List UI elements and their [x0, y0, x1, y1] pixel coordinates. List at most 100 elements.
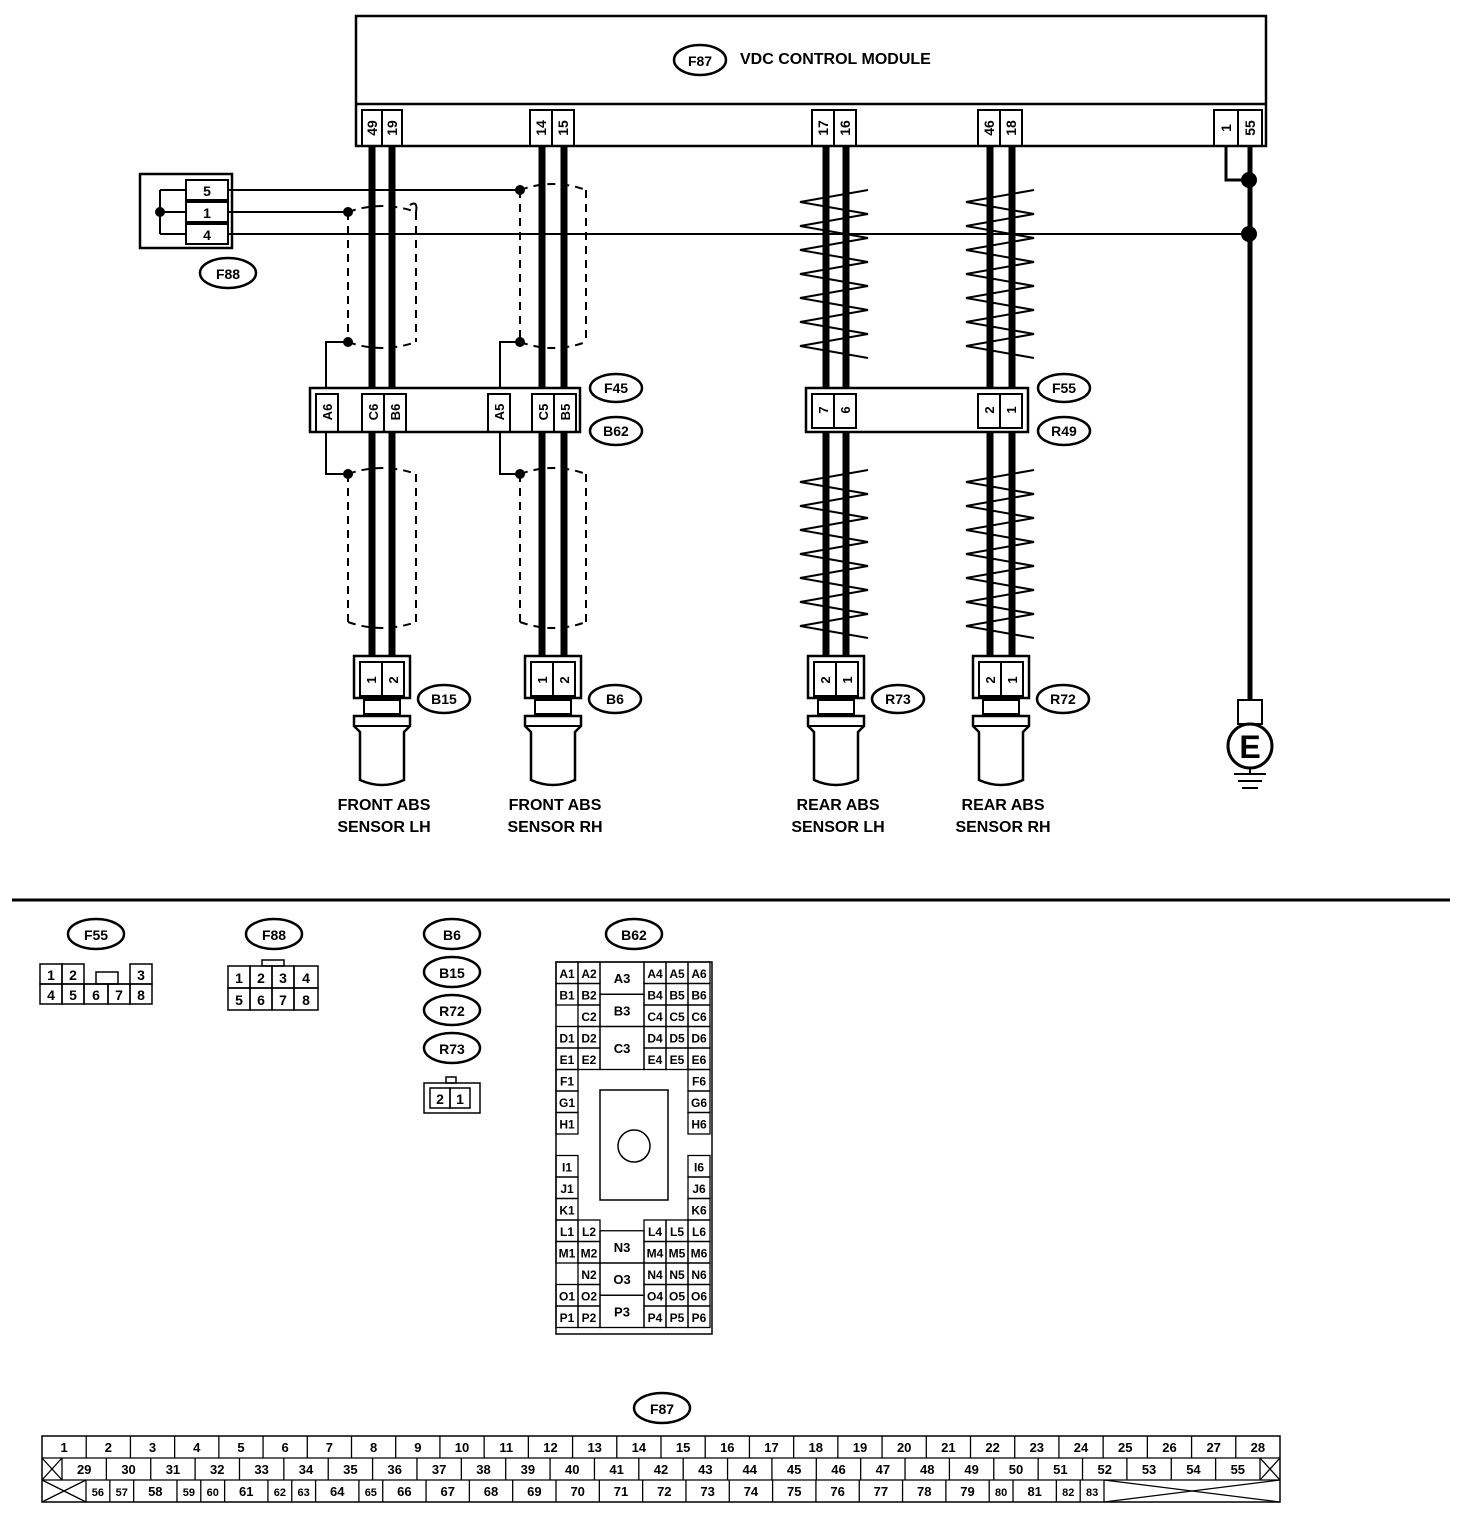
front-junction-badge-bottom: B62 [603, 423, 629, 439]
b62-pin: E4 [648, 1053, 663, 1067]
f87-pin: 31 [166, 1462, 180, 1477]
b62-pin: C2 [581, 1010, 597, 1024]
face-f88-pin: 1 [235, 970, 243, 986]
face-f55-pin: 5 [69, 987, 77, 1003]
sensor-pin: 2 [386, 676, 401, 683]
b62-pin: B3 [614, 1003, 631, 1018]
b62-pin: O1 [559, 1290, 575, 1304]
module-pin: 55 [1242, 120, 1258, 136]
f87-pin: 20 [897, 1440, 911, 1455]
face-f88-pin: 7 [279, 992, 287, 1008]
f87-pin: 35 [343, 1462, 357, 1477]
b62-pin: M5 [669, 1247, 686, 1261]
f87-pin: 32 [210, 1462, 224, 1477]
f87-pin: 79 [960, 1484, 974, 1499]
f87-pin: 22 [985, 1440, 999, 1455]
face-f88-badge: F88 [262, 927, 286, 943]
module-pin: 15 [555, 120, 571, 136]
f87-pin: 42 [654, 1462, 668, 1477]
b62-pin: H1 [559, 1118, 575, 1132]
b62-pin: A1 [559, 967, 575, 981]
f87-pin: 27 [1206, 1440, 1220, 1455]
f87-pin: 43 [698, 1462, 712, 1477]
face-f55-badge: F55 [84, 927, 108, 943]
face-f88-pin: 6 [257, 992, 265, 1008]
f87-pin: 72 [657, 1484, 671, 1499]
junction-rear: 7 6 2 1 F55 R49 [804, 372, 1092, 447]
f87-pin: 62 [274, 1487, 286, 1499]
f87-pin: 24 [1074, 1440, 1089, 1455]
f87-pin: 81 [1027, 1484, 1041, 1499]
sensor-badge: B6 [606, 691, 624, 707]
face-f55-pin: 7 [115, 987, 123, 1003]
f87-pin: 45 [787, 1462, 801, 1477]
sensor-label-line1: FRONT ABS [509, 797, 602, 814]
f87-pin: 60 [207, 1487, 219, 1499]
f87-pin: 8 [370, 1440, 377, 1455]
f87-pin: 19 [853, 1440, 867, 1455]
sensor-badge: R72 [1050, 691, 1076, 707]
b62-pin: N3 [614, 1240, 631, 1255]
f87-pin: 30 [121, 1462, 135, 1477]
rear-junction-pin: 6 [838, 406, 853, 413]
b62-pin: P6 [692, 1311, 707, 1325]
face-2pin-pin: 2 [436, 1091, 444, 1107]
b62-pin: C4 [647, 1010, 663, 1024]
b62-pin: O2 [581, 1290, 597, 1304]
face-f55-pin: 8 [137, 987, 145, 1003]
f87-pin: 66 [397, 1484, 411, 1499]
b62-pin: P4 [648, 1311, 663, 1325]
b62-pin: E1 [560, 1053, 575, 1067]
b62-pin: D1 [559, 1032, 575, 1046]
f87-pin: 26 [1162, 1440, 1176, 1455]
front-junction-pin: A5 [492, 404, 507, 421]
b62-pin: P5 [670, 1311, 685, 1325]
b62-pin: F1 [560, 1075, 574, 1089]
f87-pin: 4 [193, 1440, 201, 1455]
f87-pin: 65 [365, 1487, 377, 1499]
b62-pin: B4 [647, 989, 663, 1003]
f87-pin: 53 [1142, 1462, 1156, 1477]
b62-pin: E6 [692, 1053, 707, 1067]
ground-label: E [1239, 729, 1260, 765]
f87-pin: 1 [60, 1440, 67, 1455]
f88-badge: F88 [216, 266, 240, 282]
b62-pin: L4 [648, 1225, 662, 1239]
f87-pin: 48 [920, 1462, 934, 1477]
f87-pin: 37 [432, 1462, 446, 1477]
f88-pin: 4 [203, 227, 211, 243]
face-f88-pin: 3 [279, 970, 287, 986]
f87-pin: 75 [787, 1484, 801, 1499]
f87-pin: 51 [1053, 1462, 1067, 1477]
b62-pin: E5 [670, 1053, 685, 1067]
face-f88-pin: 4 [302, 970, 310, 986]
f87-pin: 10 [455, 1440, 469, 1455]
f87-pin: 40 [565, 1462, 579, 1477]
face-f88-pin: 5 [235, 992, 243, 1008]
b62-pin: D5 [669, 1032, 685, 1046]
b62-pin: N5 [669, 1268, 685, 1282]
f87-pin: 29 [77, 1462, 91, 1477]
f87-pin: 82 [1062, 1487, 1074, 1499]
f87-pin: 55 [1231, 1462, 1245, 1477]
b62-pin: J1 [560, 1182, 574, 1196]
sensor-badge: B15 [431, 691, 457, 707]
ground-circuit: E [1224, 146, 1274, 789]
f87-pin: 49 [964, 1462, 978, 1477]
b62-pin: A4 [647, 967, 663, 981]
f87-pin: 52 [1097, 1462, 1111, 1477]
module-pin: 46 [981, 120, 997, 136]
f87-pin: 77 [874, 1484, 888, 1499]
f87-pin: 11 [499, 1440, 513, 1455]
face-b62: B62 A1B1D1E1F1G1H1I1J1K1L1M1O1P1A2B2C2D2… [555, 917, 713, 1335]
front-junction-pin: A6 [320, 404, 335, 421]
b62-pin: M4 [647, 1247, 664, 1261]
b62-pin: I1 [562, 1161, 572, 1175]
b62-pin: B1 [559, 989, 575, 1003]
f87-pin: 64 [330, 1484, 345, 1499]
f87-pin: 25 [1118, 1440, 1132, 1455]
b62-pin: E2 [582, 1053, 597, 1067]
b62-pin: P2 [582, 1311, 597, 1325]
